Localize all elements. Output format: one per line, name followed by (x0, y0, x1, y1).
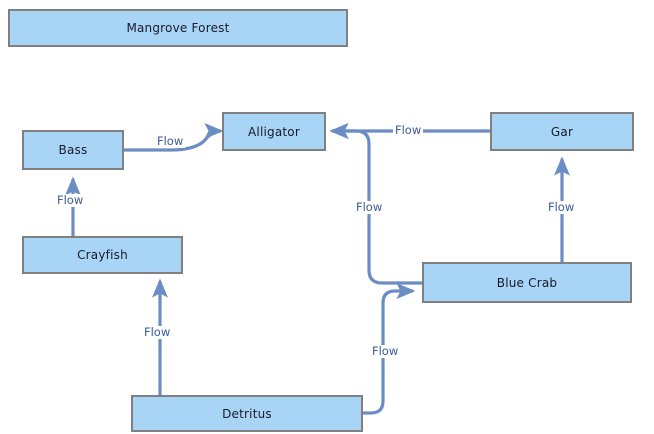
node-label: Detritus (222, 406, 272, 421)
node-label: Blue Crab (496, 275, 558, 290)
edge-label-bass-alligator: Flow (155, 134, 186, 148)
edge-label-crayfish-bass: Flow (55, 193, 86, 207)
node-label: Alligator (248, 124, 300, 139)
edge-label-gar-alligator: Flow (393, 123, 424, 137)
node-blue-crab[interactable]: Blue Crab (422, 262, 632, 303)
node-gar[interactable]: Gar (490, 112, 634, 151)
node-alligator[interactable]: Alligator (222, 112, 326, 151)
edge-label-bluecrab-gar: Flow (546, 200, 577, 214)
node-label: Bass (58, 143, 88, 157)
node-label: Gar (550, 124, 574, 139)
node-crayfish[interactable]: Crayfish (22, 236, 183, 274)
node-label: Mangrove Forest (126, 21, 230, 35)
edge-label-detritus-bluecrab: Flow (370, 344, 401, 358)
edge-label-detritus-crayfish: Flow (142, 325, 173, 339)
edge-bass-to-alligator (124, 123, 224, 152)
edge-label-bluecrab-alligator: Flow (354, 200, 385, 214)
node-label: Crayfish (77, 248, 128, 262)
node-mangrove-forest[interactable]: Mangrove Forest (8, 9, 348, 47)
node-bass[interactable]: Bass (22, 130, 124, 170)
node-detritus[interactable]: Detritus (131, 395, 363, 432)
